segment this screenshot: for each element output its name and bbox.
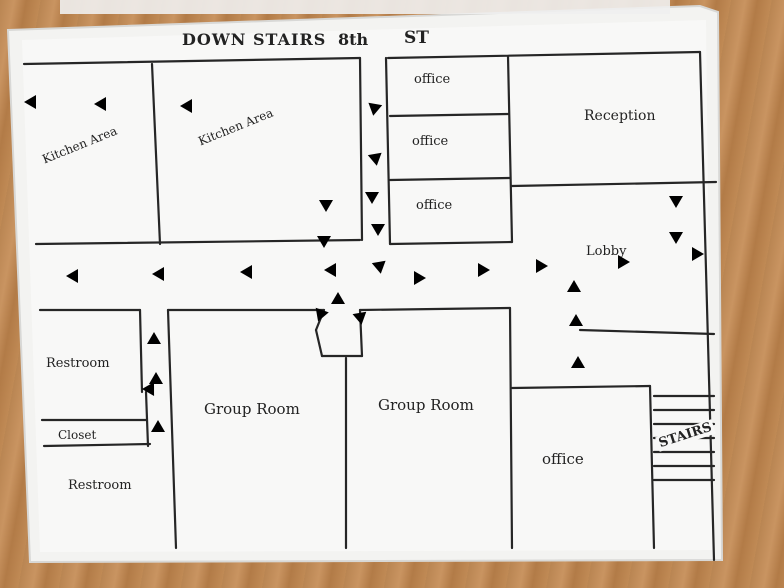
- room-label-group-room-left: Group Room: [204, 400, 300, 418]
- room-label-office-1: office: [414, 72, 451, 87]
- route-arrow: [310, 303, 346, 342]
- route-arrow: [180, 99, 218, 113]
- route-arrow: [94, 97, 132, 111]
- route-arrow: [332, 306, 371, 342]
- route-arrow: [592, 255, 630, 269]
- room-label-closet: Closet: [58, 428, 97, 442]
- street-suffix: ST: [404, 28, 429, 48]
- route-arrow: [669, 170, 683, 208]
- room-label-restroom-lower: Restroom: [68, 478, 132, 493]
- route-arrow: [331, 292, 345, 330]
- route-arrow: [319, 174, 333, 212]
- route-arrow: [571, 356, 585, 394]
- map-title: DOWN STAIRS: [182, 30, 327, 49]
- route-arrow: [363, 127, 384, 167]
- route-arrow: [324, 263, 362, 277]
- room-label-office-2: office: [412, 134, 449, 149]
- route-arrow: [240, 265, 278, 279]
- route-arrow: [371, 198, 385, 236]
- route-arrow: [366, 77, 387, 117]
- route-arrow: [365, 166, 379, 204]
- route-arrow: [669, 206, 683, 244]
- room-label-office-lower: office: [542, 450, 584, 468]
- route-arrow: [367, 235, 388, 275]
- route-arrow: [567, 280, 581, 318]
- route-arrow: [317, 210, 331, 248]
- room-label-reception: Reception: [584, 108, 656, 124]
- route-arrow: [66, 269, 104, 283]
- route-arrow: [569, 314, 583, 352]
- room-label-group-room-right: Group Room: [378, 396, 474, 414]
- route-arrow: [147, 332, 161, 370]
- route-arrow: [128, 378, 161, 419]
- room-label-office-3: office: [416, 198, 453, 213]
- street-number: 8th: [338, 30, 369, 49]
- room-label-lobby: Lobby: [586, 244, 627, 259]
- route-arrow: [24, 95, 62, 109]
- route-arrow: [152, 267, 190, 281]
- route-arrow: [388, 271, 426, 285]
- route-arrow: [666, 247, 704, 261]
- route-arrow: [151, 420, 165, 458]
- room-label-restroom-upper: Restroom: [46, 356, 110, 371]
- route-arrow: [510, 259, 548, 273]
- route-arrow: [452, 263, 490, 277]
